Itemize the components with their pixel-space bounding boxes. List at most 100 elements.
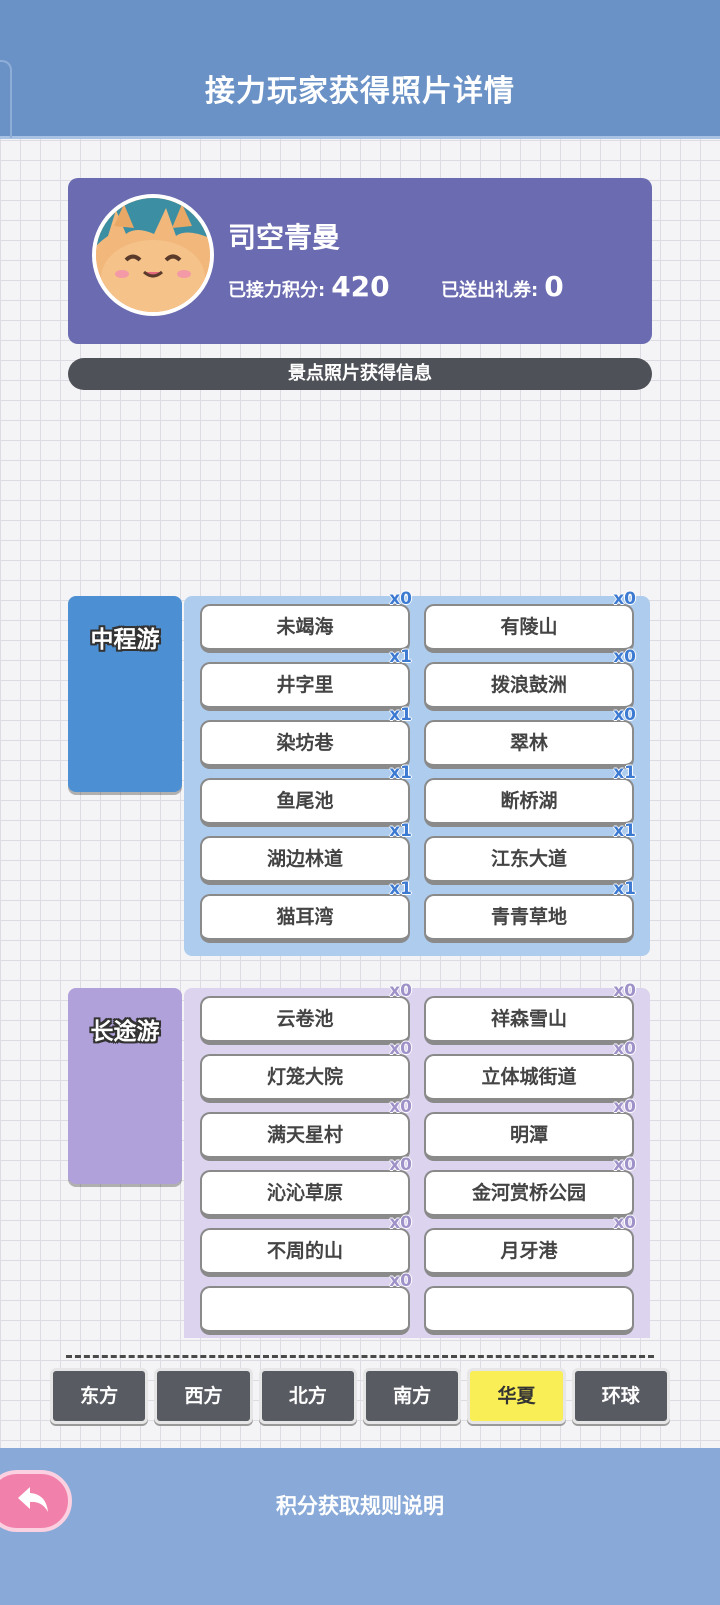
spot-item[interactable]: 井字里 x1	[200, 648, 412, 711]
region-tab[interactable]: 华夏	[467, 1368, 566, 1424]
spot-name: 湖边林道	[266, 848, 343, 870]
spot-name: 月牙港	[500, 1240, 558, 1262]
gifts-sent-label: 已送出礼券:	[441, 280, 539, 301]
spot-name: 云卷池	[276, 1008, 334, 1030]
spot-list-scroll[interactable]: 包子摩天轮x2赛里斯体育场x1敲鼓楼坊x1蓝岛x1斜阳滩涂x3喵门石窟大佛x1中…	[0, 406, 720, 1338]
spot-item[interactable]: 有陵山 x0	[424, 590, 636, 653]
photo-count-badge: x1	[613, 763, 636, 783]
spot-item[interactable]: 湖边林道 x1	[200, 822, 412, 885]
section-title: 景点照片获得信息	[68, 358, 652, 390]
divider	[66, 1355, 654, 1358]
spot-name: 江东大道	[490, 848, 567, 870]
gifts-sent-value: 0	[544, 270, 564, 303]
spot-item[interactable]: 月牙港 x0	[424, 1214, 636, 1277]
spot-item[interactable]: x0	[200, 1272, 412, 1335]
spot-item[interactable]: 金河赏桥公园 x0	[424, 1156, 636, 1219]
spot-name: 沁沁草原	[266, 1182, 343, 1204]
photo-count-badge: x0	[613, 1155, 636, 1175]
player-profile-card: 司空青曼 已接力积分:420 已送出礼券:0	[68, 178, 652, 344]
spot-name: 立体城街道	[481, 1066, 577, 1088]
back-button[interactable]	[0, 1470, 72, 1532]
spot-name: 未竭海	[276, 616, 334, 638]
spot-item[interactable]: 沁沁草原 x0	[200, 1156, 412, 1219]
photo-count-badge: x0	[389, 1097, 412, 1117]
photo-count-badge: x0	[389, 589, 412, 609]
spot-item[interactable]: 染坊巷 x1	[200, 706, 412, 769]
spot-item[interactable]: 翠林 x0	[424, 706, 636, 769]
photo-count-badge: x0	[613, 1039, 636, 1059]
spot-name: 井字里	[276, 674, 334, 696]
photo-count-badge: x1	[613, 821, 636, 841]
photo-count-badge: x0	[389, 1213, 412, 1233]
region-tab[interactable]: 西方	[154, 1368, 253, 1424]
spot-item[interactable]: 满天星村 x0	[200, 1098, 412, 1161]
spot-item[interactable]: 青青草地 x1	[424, 880, 636, 943]
spot-name: 金河赏桥公园	[471, 1182, 586, 1204]
group-tab-label: 长途游	[90, 1019, 160, 1045]
relay-points-label: 已接力积分:	[228, 280, 326, 301]
side-panel-edge	[0, 60, 12, 138]
spot-item[interactable]: 云卷池 x0	[200, 982, 412, 1045]
bottom-bar: 积分获取规则说明	[0, 1448, 720, 1605]
region-tab[interactable]: 东方	[50, 1368, 149, 1424]
region-tab[interactable]: 北方	[258, 1368, 357, 1424]
photo-count-badge: x0	[389, 981, 412, 1001]
cat-avatar-icon	[96, 198, 210, 312]
gifts-sent: 已送出礼券:0	[441, 270, 564, 303]
spot-name: 有陵山	[500, 616, 558, 638]
spot-item[interactable]: 灯笼大院 x0	[200, 1040, 412, 1103]
spot-name: 鱼尾池	[276, 790, 334, 812]
photo-count-badge: x0	[613, 647, 636, 667]
photo-count-badge: x1	[613, 879, 636, 899]
region-tab[interactable]: 南方	[362, 1368, 462, 1424]
spot-item[interactable]: 未竭海 x0	[200, 590, 412, 653]
spot-item[interactable]: 祥森雪山 x0	[424, 982, 636, 1045]
rules-link[interactable]: 积分获取规则说明	[276, 1494, 444, 1518]
spot-name: 灯笼大院	[266, 1066, 343, 1088]
photo-count-badge: x0	[613, 1213, 636, 1233]
photo-count-badge: x0	[389, 1155, 412, 1175]
spot-name: 不周的山	[266, 1240, 343, 1262]
spot-item[interactable]: 断桥湖 x1	[424, 764, 636, 827]
top-bar: 接力玩家获得照片详情	[0, 0, 720, 139]
spot-name: 翠林	[509, 732, 548, 754]
region-tabs: 东方西方北方南方华夏环球	[50, 1368, 670, 1424]
photo-count-badge: x0	[613, 1097, 636, 1117]
photo-count-badge: x1	[389, 647, 412, 667]
spot-name: 猫耳湾	[276, 906, 334, 928]
back-arrow-icon	[18, 1487, 48, 1512]
spot-name: 明潭	[509, 1124, 548, 1146]
photo-count-badge: x1	[389, 879, 412, 899]
spot-name: 染坊巷	[276, 732, 334, 754]
photo-count-badge: x0	[389, 1039, 412, 1059]
photo-count-badge: x1	[389, 705, 412, 725]
spot-item[interactable]: 鱼尾池 x1	[200, 764, 412, 827]
player-name: 司空青曼	[228, 221, 341, 254]
group-tab[interactable]: 长途游	[68, 988, 182, 1184]
spot-name: 满天星村	[266, 1124, 343, 1146]
photo-count-badge: x0	[389, 1271, 412, 1291]
photo-count-badge: x0	[613, 705, 636, 725]
photo-count-badge: x0	[613, 589, 636, 609]
relay-points-value: 420	[331, 270, 390, 303]
relay-points: 已接力积分:420	[228, 270, 390, 303]
group-tab-label: 中程游	[90, 627, 160, 653]
spot-item[interactable]: 立体城街道 x0	[424, 1040, 636, 1103]
spot-name: 青青草地	[490, 906, 567, 928]
spot-name: 断桥湖	[500, 790, 558, 812]
spot-item[interactable]: 江东大道 x1	[424, 822, 636, 885]
region-tab[interactable]: 环球	[571, 1368, 670, 1424]
spot-item[interactable]: 不周的山 x0	[200, 1214, 412, 1277]
spot-item[interactable]: 明潭 x0	[424, 1098, 636, 1161]
photo-count-badge: x1	[389, 763, 412, 783]
spot-item[interactable]: 拨浪鼓洲 x0	[424, 648, 636, 711]
spot-item[interactable]	[424, 1286, 634, 1335]
spot-name: 拨浪鼓洲	[490, 674, 567, 696]
spot-item[interactable]: 猫耳湾 x1	[200, 880, 412, 943]
photo-count-badge: x1	[389, 821, 412, 841]
photo-count-badge: x0	[613, 981, 636, 1001]
page-title: 接力玩家获得照片详情	[205, 74, 515, 109]
group-tab[interactable]: 中程游	[68, 596, 182, 792]
avatar	[92, 194, 218, 320]
spot-name: 祥森雪山	[490, 1008, 567, 1030]
